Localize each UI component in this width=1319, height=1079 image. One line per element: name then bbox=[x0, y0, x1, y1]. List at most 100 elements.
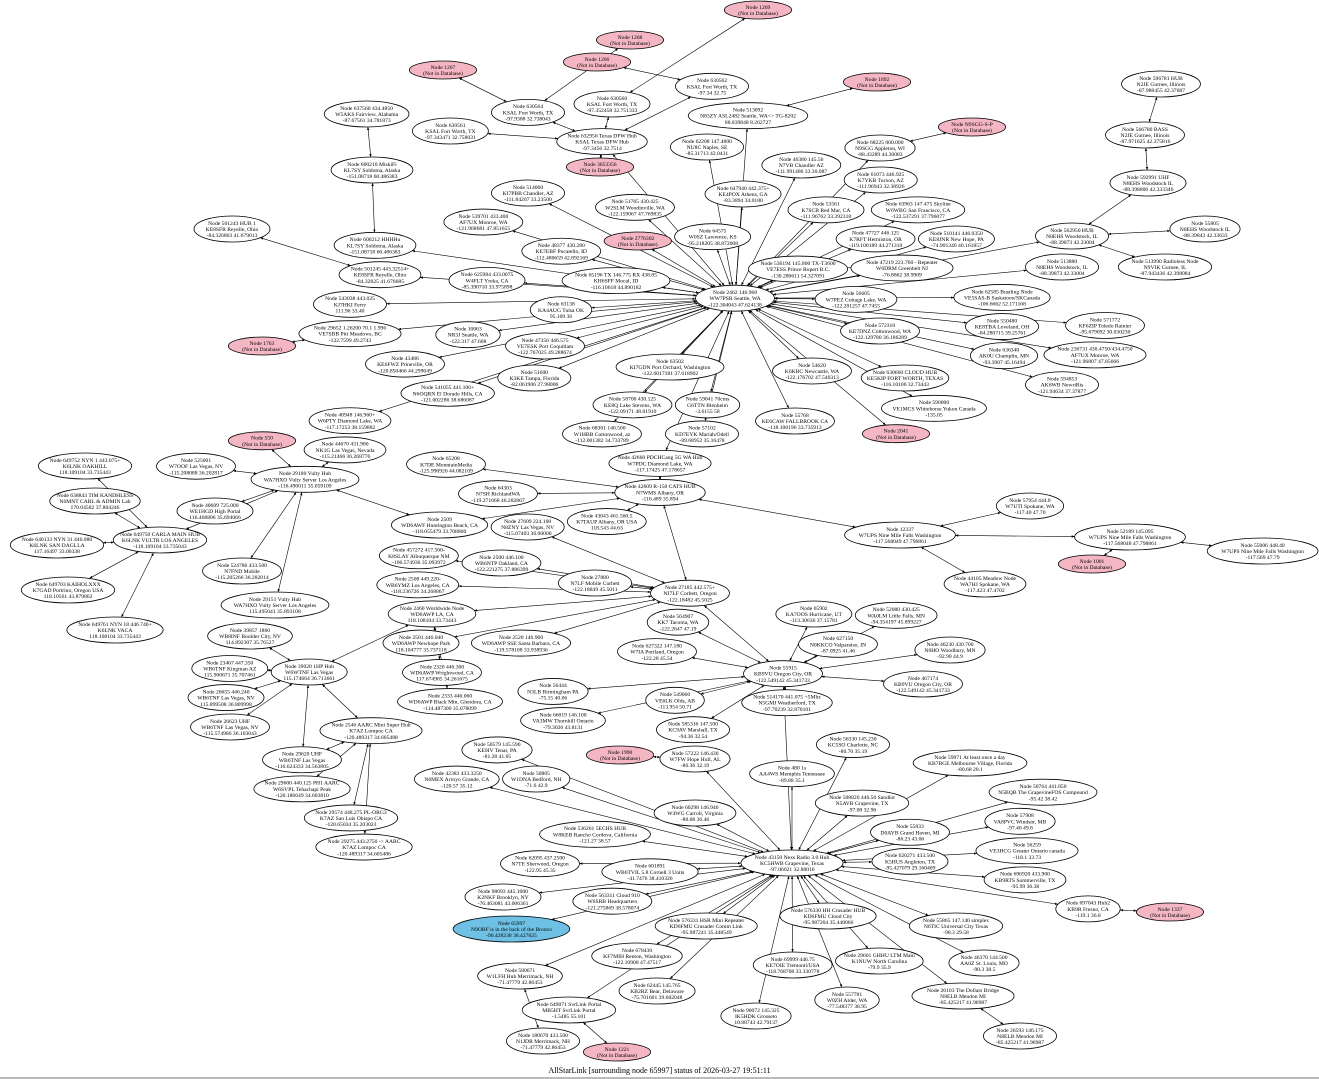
node[interactable]: Node 501245 443.32514+KE8SFR Reyelle, Oh… bbox=[338, 261, 422, 289]
node-not-in-database[interactable]: Node 1990(Not in Database) bbox=[585, 745, 655, 765]
node-not-in-database[interactable]: Node 1266(Not in Database) bbox=[562, 52, 632, 72]
node-not-in-database[interactable]: Node 2041(Not in Database) bbox=[861, 424, 931, 444]
node-not-in-database[interactable]: Node 1892(Not in Database) bbox=[842, 72, 912, 92]
node[interactable]: Node 457272 417.560-K8SLAY Albuquerque N… bbox=[378, 542, 459, 570]
node-not-in-database[interactable]: Node 1221(Not in Database) bbox=[582, 1042, 652, 1062]
node-not-in-database[interactable]: Node 1337(Not in Database) bbox=[1135, 902, 1205, 922]
node[interactable]: Node 541055 441.100+N6OQRN El Dorado Hil… bbox=[400, 379, 495, 407]
node-not-in-database[interactable]: Node 3053356(Not in Database) bbox=[565, 157, 635, 177]
node-not-in-database[interactable]: Node 1763(Not in Database) bbox=[227, 336, 297, 356]
node-not-in-database[interactable]: Node 1001(Not in Database) bbox=[1057, 554, 1127, 574]
node[interactable]: Node 27185 442.575+NJ7LF Corbett, Oregon… bbox=[650, 579, 730, 607]
node-not-in-database[interactable]: Node 1267(Not in Database) bbox=[408, 60, 478, 80]
node[interactable]: Node 649752 NYN 1 443.075+K6LNK OAKHILL1… bbox=[37, 452, 133, 480]
node[interactable]: Node 649761 NYN 18 446.740+K6LNK VACA118… bbox=[66, 616, 164, 644]
node-not-in-database[interactable]: Node 550(Not in Database) bbox=[227, 431, 297, 451]
node[interactable]: Node 647940 442.375+KE4POX Athens, GA-83… bbox=[704, 180, 782, 208]
